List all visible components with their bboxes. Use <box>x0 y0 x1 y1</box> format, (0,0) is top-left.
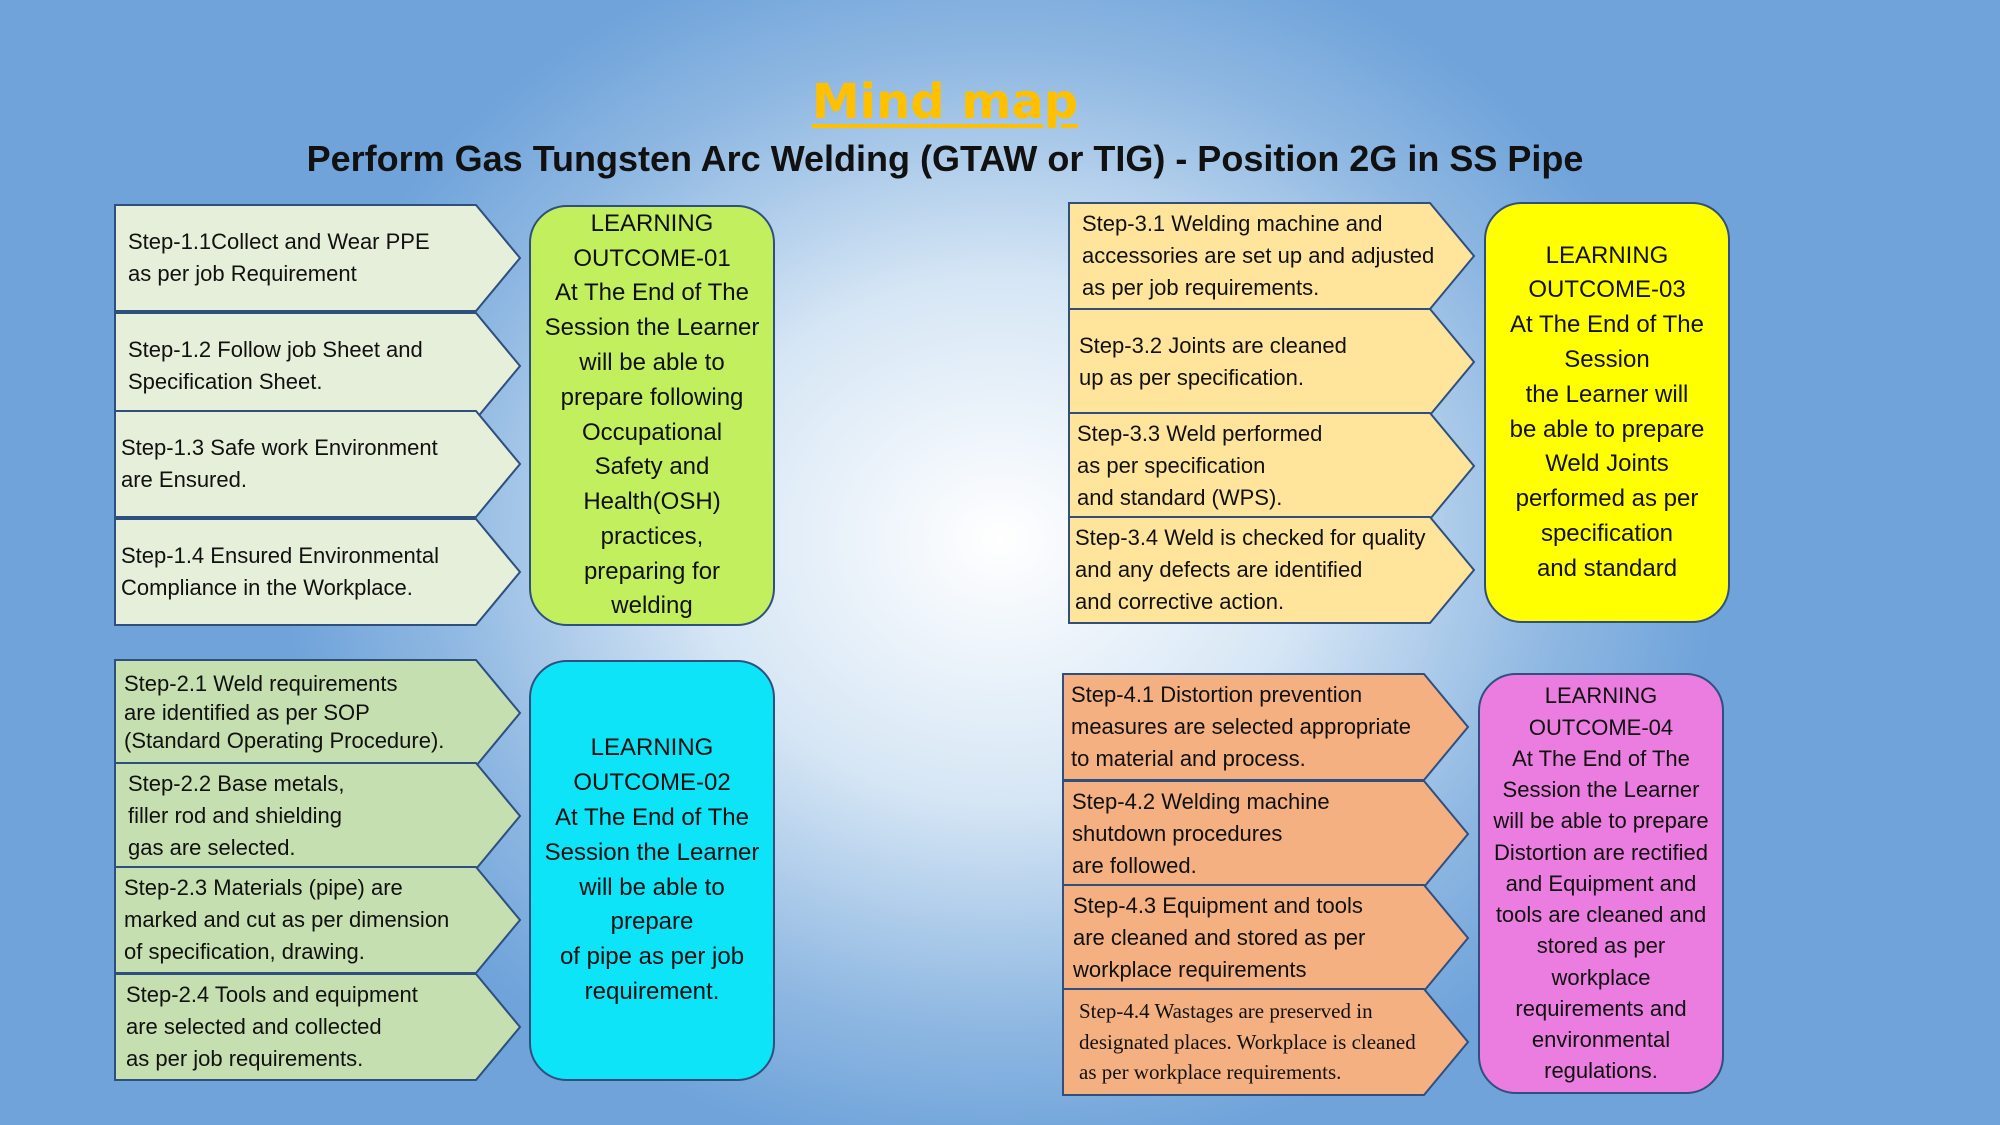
step-3-1-arrow: Step-3.1 Welding machine and accessories… <box>1068 202 1476 310</box>
step-4-4-arrow: Step-4.4 Wastages are preserved in desig… <box>1062 988 1470 1096</box>
step-3-3-arrow: Step-3.3 Weld performed as per specifica… <box>1068 412 1476 520</box>
step-4-2-text: Step-4.2 Welding machine shutdown proced… <box>1072 789 1330 878</box>
learning-outcome-01-box: LEARNING OUTCOME-01 At The End of The Se… <box>529 205 775 626</box>
step-1-2-text: Step-1.2 Follow job Sheet and Specificat… <box>128 337 423 394</box>
step-2-3-text: Step-2.3 Materials (pipe) are marked and… <box>124 875 450 964</box>
learning-outcome-04-box: LEARNING OUTCOME-04 At The End of The Se… <box>1478 673 1724 1094</box>
step-1-4-text: Step-1.4 Ensured Environmental Complianc… <box>121 543 439 600</box>
step-1-1-arrow: Step-1.1Collect and Wear PPE as per job … <box>114 204 522 312</box>
step-2-3-arrow: Step-2.3 Materials (pipe) are marked and… <box>114 866 522 974</box>
mind-map-title: Mind map <box>811 74 1079 130</box>
step-1-1-text: Step-1.1Collect and Wear PPE as per job … <box>128 229 430 286</box>
step-3-1-text: Step-3.1 Welding machine and accessories… <box>1082 211 1435 300</box>
step-2-2-arrow: Step-2.2 Base metals, filler rod and shi… <box>114 762 522 870</box>
step-4-1-text: Step-4.1 Distortion prevention measures … <box>1071 682 1411 771</box>
learning-outcome-02-box: LEARNING OUTCOME-02 At The End of The Se… <box>529 660 775 1081</box>
step-4-3-arrow: Step-4.3 Equipment and tools are cleaned… <box>1062 884 1470 992</box>
step-3-4-text: Step-3.4 Weld is checked for quality and… <box>1075 525 1426 614</box>
step-1-4-arrow: Step-1.4 Ensured Environmental Complianc… <box>114 518 522 626</box>
step-4-4-text: Step-4.4 Wastages are preserved in desig… <box>1079 999 1416 1085</box>
step-3-2-text: Step-3.2 Joints are cleaned up as per sp… <box>1079 333 1347 390</box>
step-1-3-arrow: Step-1.3 Safe work Environment are Ensur… <box>114 410 522 518</box>
step-4-2-arrow: Step-4.2 Welding machine shutdown proced… <box>1062 780 1470 888</box>
step-3-2-arrow: Step-3.2 Joints are cleaned up as per sp… <box>1068 308 1476 416</box>
step-1-2-arrow: Step-1.2 Follow job Sheet and Specificat… <box>114 312 522 420</box>
step-1-3-text: Step-1.3 Safe work Environment are Ensur… <box>121 435 438 492</box>
step-4-1-arrow: Step-4.1 Distortion prevention measures … <box>1062 673 1470 781</box>
step-2-2-text: Step-2.2 Base metals, filler rod and shi… <box>128 771 345 860</box>
step-3-3-text: Step-3.3 Weld performed as per specifica… <box>1077 421 1323 510</box>
mind-map-subtitle: Perform Gas Tungsten Arc Welding (GTAW o… <box>306 138 1584 179</box>
step-2-4-arrow: Step-2.4 Tools and equipment are selecte… <box>114 973 522 1081</box>
step-4-3-text: Step-4.3 Equipment and tools are cleaned… <box>1073 893 1366 982</box>
step-2-4-text: Step-2.4 Tools and equipment are selecte… <box>126 982 418 1071</box>
learning-outcome-03-box: LEARNING OUTCOME-03 At The End of The Se… <box>1484 202 1730 623</box>
step-3-4-arrow: Step-3.4 Weld is checked for quality and… <box>1068 516 1476 624</box>
step-2-1-arrow: Step-2.1 Weld requirements are identifie… <box>114 659 522 767</box>
step-2-1-text: Step-2.1 Weld requirements are identifie… <box>124 671 445 754</box>
